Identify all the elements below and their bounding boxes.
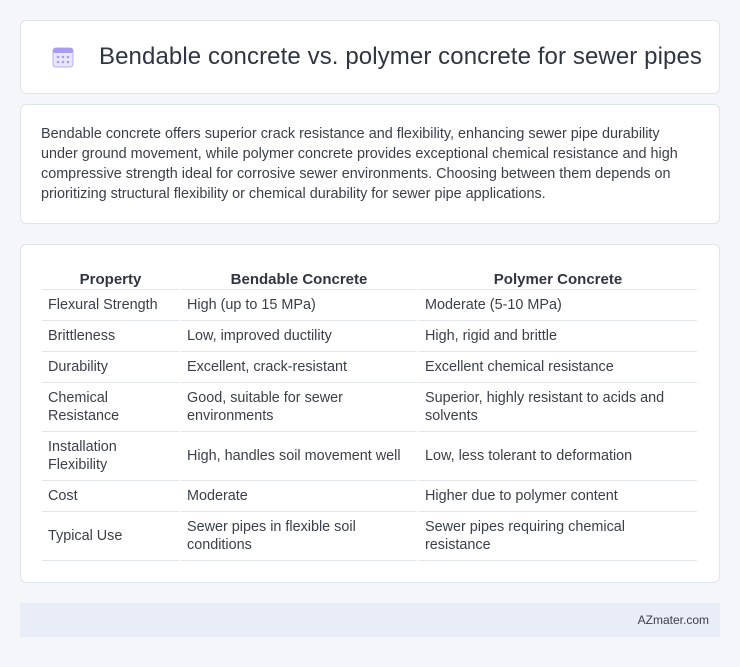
table-row: Flexural Strength High (up to 15 MPa) Mo…: [42, 290, 697, 321]
footer-site-label: AZmater.com: [637, 613, 709, 627]
summary-text: Bendable concrete offers superior crack …: [41, 126, 678, 202]
table-cell: Installation Flexibility: [42, 432, 179, 481]
table-cell: Excellent, crack-resistant: [181, 352, 417, 383]
table-cell: Low, less tolerant to deformation: [419, 432, 697, 481]
table-cell: Superior, highly resistant to acids and …: [419, 383, 697, 432]
table-cell: Chemical Resistance: [42, 383, 179, 432]
table-cell: Cost: [42, 481, 179, 512]
column-header-property: Property: [42, 265, 179, 290]
footer: AZmater.com: [20, 603, 720, 637]
table-cell: High (up to 15 MPa): [181, 290, 417, 321]
table-cell: Durability: [42, 352, 179, 383]
table-row: Cost Moderate Higher due to polymer cont…: [42, 481, 697, 512]
table-row: Brittleness Low, improved ductility High…: [42, 321, 697, 352]
table-row: Installation Flexibility High, handles s…: [42, 432, 697, 481]
comparison-table-card: Property Bendable Concrete Polymer Concr…: [20, 244, 720, 583]
table-cell: Moderate: [181, 481, 417, 512]
table-cell: Sewer pipes in flexible soil conditions: [181, 512, 417, 561]
table-cell: Excellent chemical resistance: [419, 352, 697, 383]
calendar-icon: [49, 43, 77, 71]
table-cell: Typical Use: [42, 512, 179, 561]
table-row: Durability Excellent, crack-resistant Ex…: [42, 352, 697, 383]
table-cell: High, handles soil movement well: [181, 432, 417, 481]
column-header-bendable: Bendable Concrete: [181, 265, 417, 290]
table-cell: Sewer pipes requiring chemical resistanc…: [419, 512, 697, 561]
table-row: Chemical Resistance Good, suitable for s…: [42, 383, 697, 432]
table-cell: Higher due to polymer content: [419, 481, 697, 512]
table-cell: High, rigid and brittle: [419, 321, 697, 352]
header-card: Bendable concrete vs. polymer concrete f…: [20, 20, 720, 94]
table-cell: Moderate (5-10 MPa): [419, 290, 697, 321]
comparison-table: Property Bendable Concrete Polymer Concr…: [40, 265, 699, 561]
table-row: Typical Use Sewer pipes in flexible soil…: [42, 512, 697, 561]
page-title: Bendable concrete vs. polymer concrete f…: [99, 43, 703, 70]
table-cell: Good, suitable for sewer environments: [181, 383, 417, 432]
table-cell: Flexural Strength: [42, 290, 179, 321]
table-cell: Low, improved ductility: [181, 321, 417, 352]
table-cell: Brittleness: [42, 321, 179, 352]
column-header-polymer: Polymer Concrete: [419, 265, 697, 290]
table-header-row: Property Bendable Concrete Polymer Concr…: [42, 265, 697, 290]
summary-card: Bendable concrete offers superior crack …: [20, 104, 720, 224]
